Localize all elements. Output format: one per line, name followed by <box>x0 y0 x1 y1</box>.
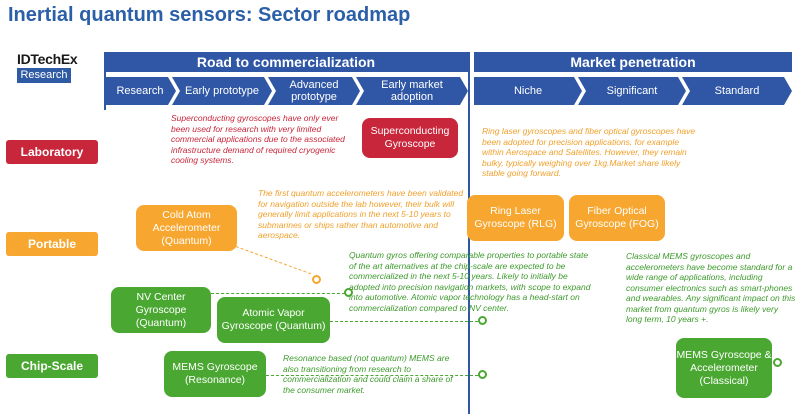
note-superconducting: Superconducting gyroscopes have only eve… <box>171 113 345 165</box>
divider-left <box>104 72 106 110</box>
stage-early-prototype: Early prototype <box>172 77 272 105</box>
connector-atomic-vapor <box>330 321 478 322</box>
connector-mems-resonance <box>266 375 478 376</box>
box-cold-atom-accelerometer: Cold Atom Accelerometer (Quantum) <box>136 205 237 251</box>
target-circle-cold-atom <box>312 275 321 284</box>
note-resonance-mems: Resonance based (not quantum) MEMS are a… <box>283 353 453 395</box>
connector-cold-atom <box>235 246 312 275</box>
note-quantum-accelerometers: The first quantum accelerometers have be… <box>258 188 464 240</box>
box-fiber-optical-gyroscope: Fiber Optical Gyroscope (FOG) <box>569 195 665 241</box>
note-classical-mems: Classical MEMS gyroscopes and accelerome… <box>626 251 796 324</box>
note-ring-laser-fiber-optical: Ring laser gyroscopes and fiber optical … <box>482 126 696 178</box>
stage-research: Research <box>104 77 176 105</box>
target-circle-mems-classical <box>773 358 782 367</box>
target-circle-nv-center <box>344 288 353 297</box>
stage-standard: Standard <box>682 77 792 105</box>
stage-niche: Niche <box>474 77 582 105</box>
box-mems-gyroscope-classical: MEMS Gyroscope & Accelerometer (Classica… <box>676 338 772 398</box>
box-atomic-vapor-gyroscope: Atomic Vapor Gyroscope (Quantum) <box>217 297 330 343</box>
logo-text: IDTechEx <box>17 51 78 67</box>
box-mems-gyroscope-resonance: MEMS Gyroscope (Resonance) <box>164 351 266 397</box>
page-title: Inertial quantum sensors: Sector roadmap <box>8 4 411 26</box>
box-superconducting-gyroscope: Superconducting Gyroscope <box>362 118 458 158</box>
row-portable: Portable <box>6 232 98 256</box>
connector-nv-center <box>211 293 345 294</box>
row-chip-scale: Chip-Scale <box>6 354 98 378</box>
header-road-to-commercialization: Road to commercialization <box>104 52 468 72</box>
box-nv-center-gyroscope: NV Center Gyroscope (Quantum) <box>111 287 211 333</box>
box-ring-laser-gyroscope: Ring Laser Gyroscope (RLG) <box>467 195 564 241</box>
target-circle-atomic-vapor <box>478 316 487 325</box>
row-laboratory: Laboratory <box>6 140 98 164</box>
stage-advanced-prototype: Advanced prototype <box>268 77 360 105</box>
logo-badge: Research <box>17 68 71 83</box>
header-market-penetration: Market penetration <box>474 52 792 72</box>
target-circle-mems-resonance <box>478 370 487 379</box>
stage-early-market-adoption: Early market adoption <box>356 77 468 105</box>
note-quantum-gyros: Quantum gyros offering comparable proper… <box>349 250 591 313</box>
stage-significant: Significant <box>578 77 686 105</box>
